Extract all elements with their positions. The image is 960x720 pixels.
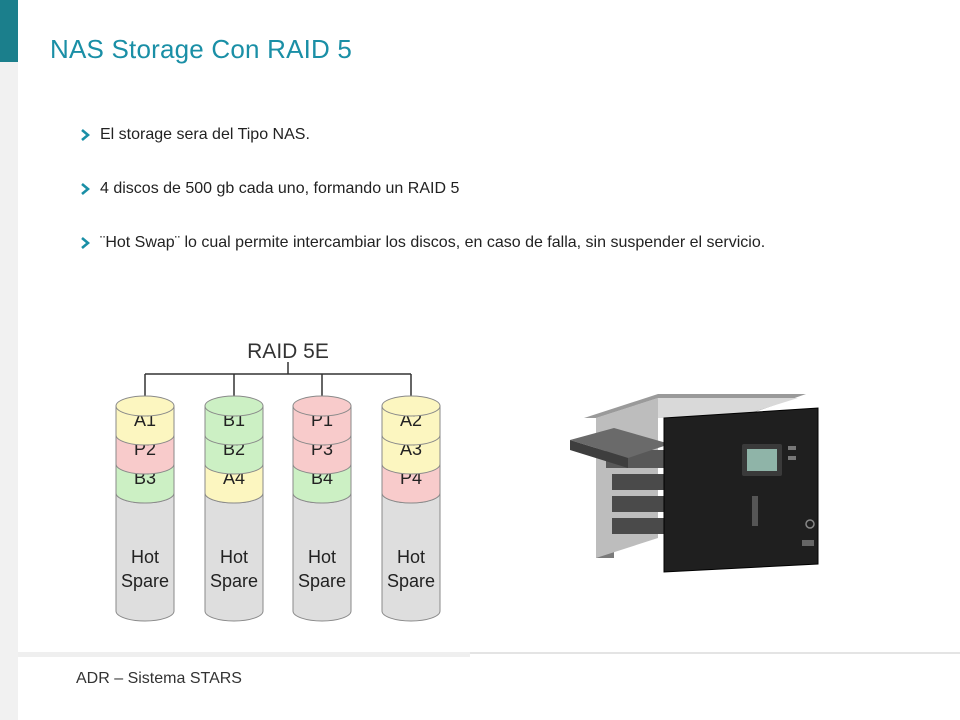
disk-segment-a2: [381, 405, 441, 446]
footer-divider: [18, 652, 470, 657]
disk-top-cap: [381, 395, 441, 417]
nas-button: [788, 446, 796, 450]
raid-5e-diagram: RAID 5E B3P2A1HotSpareA4B2B1HotSpareB4P3…: [115, 340, 441, 622]
chevron-right-icon: [81, 183, 90, 195]
accent-bar: [0, 0, 18, 62]
nas-lcd-screen: [747, 449, 777, 471]
raid-disk-group: B3P2A1HotSpareA4B2B1HotSpareB4P3P1HotSpa…: [115, 395, 441, 622]
nas-drive-bay: [612, 518, 664, 534]
nas-brand-strip: [752, 496, 758, 526]
nas-device-photo: [570, 394, 819, 573]
disk-hot-spare-segment: [115, 492, 175, 622]
raid-connector-lines: [144, 362, 412, 396]
nas-extended-disk: [570, 428, 670, 458]
nas-usb-port: [802, 540, 814, 546]
bullet-item-2: 4 discos de 500 gb cada uno, formando un…: [80, 178, 880, 200]
disk-top-cap: [204, 395, 264, 417]
bullet-text: El storage sera del Tipo NAS.: [100, 126, 310, 143]
hot-spare-label: Hot: [397, 547, 425, 567]
nas-button: [788, 456, 796, 460]
power-icon: [805, 519, 815, 529]
bullet-item-1: El storage sera del Tipo NAS.: [80, 124, 880, 146]
footer-text: ADR – Sistema STARS: [76, 670, 242, 687]
disk-segment-p1: [292, 405, 352, 446]
hot-spare-label: Spare: [387, 571, 435, 591]
disk-segment-a3: [381, 434, 441, 475]
bullet-text: ¨Hot Swap¨ lo cual permite intercambiar …: [100, 234, 766, 251]
bullet-item-3: ¨Hot Swap¨ lo cual permite intercambiar …: [80, 232, 880, 254]
bullet-list: El storage sera del Tipo NAS. 4 discos d…: [80, 124, 880, 286]
hot-spare-label: Hot: [131, 547, 159, 567]
chevron-right-icon: [81, 237, 90, 249]
disk-segment-p4: [381, 463, 441, 504]
disk-top-cap: [292, 395, 352, 417]
hot-spare-label: Hot: [220, 547, 248, 567]
disk-top-cap: [115, 395, 175, 417]
hot-spare-label: Spare: [210, 571, 258, 591]
disk-segment-p3: [292, 434, 352, 475]
disk-hot-spare-segment: [292, 492, 352, 622]
disk-segment-b3: [115, 463, 175, 504]
raid-diagram-title: RAID 5E: [247, 340, 329, 363]
left-margin-band: [0, 0, 18, 720]
bullet-text: 4 discos de 500 gb cada uno, formando un…: [100, 180, 460, 197]
nas-front-case: [664, 408, 818, 572]
disk-segment-a4: [204, 463, 264, 504]
disk-segment-b1: [204, 405, 264, 446]
disk-segment-a1: [115, 405, 175, 446]
nas-drive-bay: [612, 474, 664, 490]
chevron-right-icon: [81, 129, 90, 141]
nas-drive-bay: [612, 496, 664, 512]
nas-extended-disk-edge: [570, 440, 628, 468]
hot-spare-label: Spare: [121, 571, 169, 591]
hot-spare-label: Hot: [308, 547, 336, 567]
slide-title: NAS Storage Con RAID 5: [50, 34, 353, 64]
disk-hot-spare-segment: [381, 492, 441, 622]
disk-segment-p2: [115, 434, 175, 475]
disk-segment-b4: [292, 463, 352, 504]
disk-hot-spare-segment: [204, 492, 264, 622]
disk-segment-b2: [204, 434, 264, 475]
hot-spare-label: Spare: [298, 571, 346, 591]
footer-divider: [470, 652, 960, 654]
